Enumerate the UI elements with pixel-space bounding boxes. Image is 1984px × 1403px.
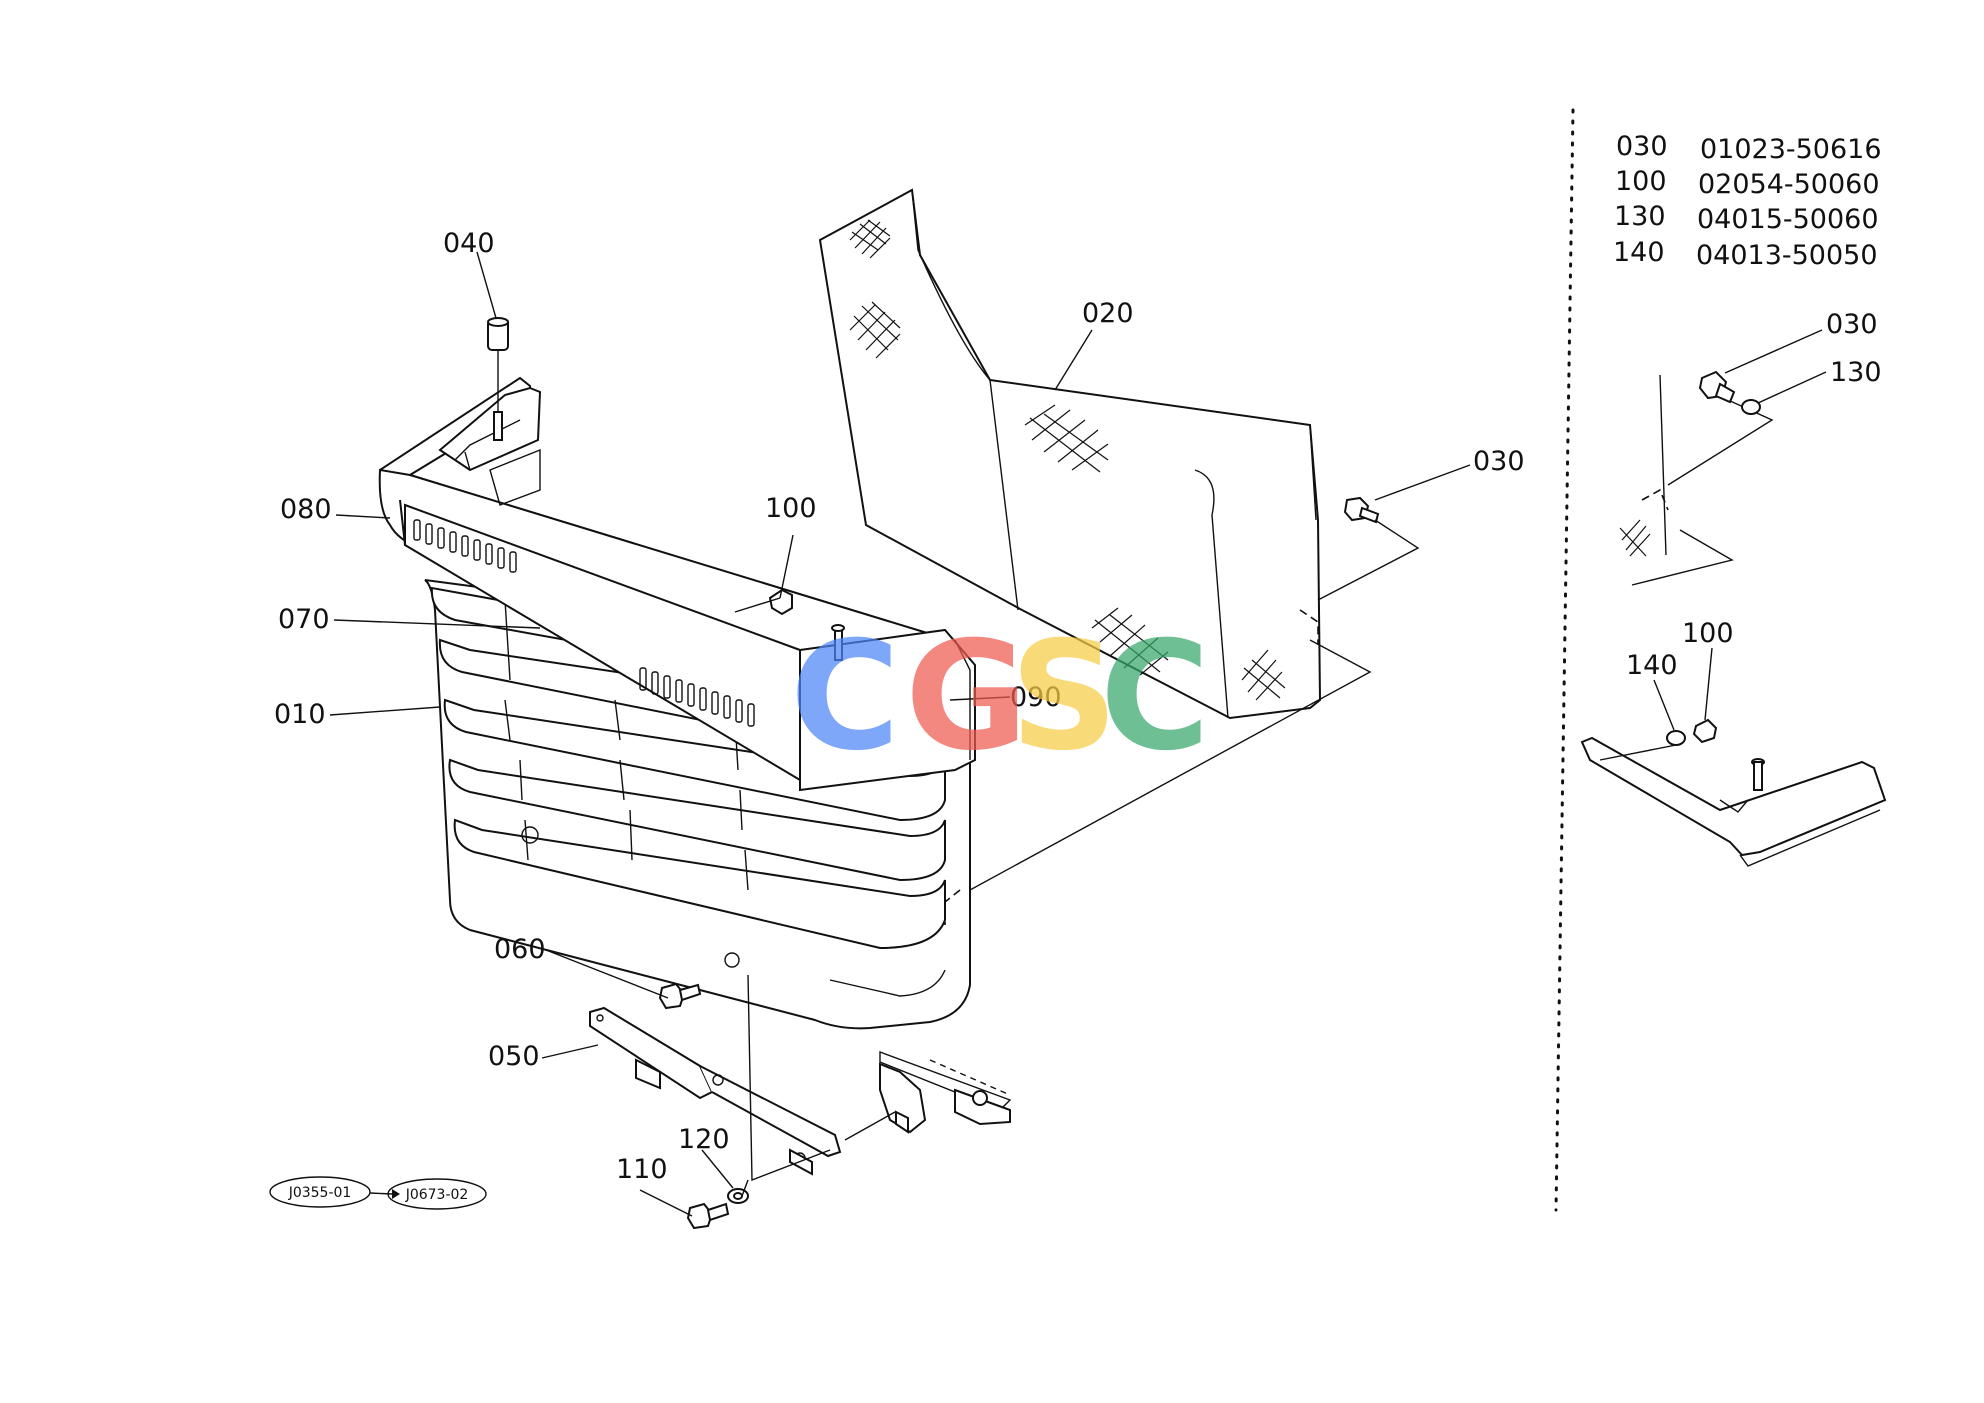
- detail-callout-140: 140: [1626, 650, 1678, 681]
- watermark-letter: S: [1010, 610, 1118, 784]
- side-screen: [818, 188, 1322, 720]
- serial-to: J0673-02: [405, 1187, 469, 1203]
- callout-080: 080: [280, 494, 332, 525]
- spacer-040: [487, 317, 509, 441]
- callout-040: 040: [443, 228, 495, 259]
- callout-030: 030: [1473, 446, 1525, 477]
- serial-from: J0355-01: [288, 1185, 352, 1201]
- bolt-030: [1343, 496, 1380, 524]
- frame-mount: [879, 1050, 1012, 1134]
- callout-010: 010: [274, 699, 326, 730]
- bolt-060: [658, 982, 702, 1010]
- watermark-letter: G: [905, 610, 1028, 784]
- callout-110: 110: [616, 1154, 668, 1185]
- detail-leaders: [1653, 329, 1827, 731]
- watermark-letter: C: [1100, 610, 1210, 784]
- detail-callout-100: 100: [1682, 618, 1734, 649]
- detail-callout-130: 130: [1830, 357, 1882, 388]
- leader-lines: [329, 251, 1471, 1217]
- table-ref: 130: [1614, 201, 1666, 232]
- table-ref: 030: [1616, 131, 1668, 162]
- panel-separator: [1554, 108, 1575, 1212]
- vent-slots-left: [413, 519, 517, 573]
- table-part-no: 04015-50060: [1697, 204, 1879, 235]
- serial-reference: J0355-01 J0673-02: [269, 1176, 487, 1210]
- detail-view: [1580, 370, 1887, 867]
- washer-120: [727, 1188, 749, 1204]
- watermark-letter: C: [790, 610, 900, 784]
- bolt-110: [686, 1202, 730, 1230]
- bracket-050: [589, 1006, 842, 1176]
- screen-mesh: [849, 219, 1286, 701]
- assembly-lines: [734, 519, 1420, 1197]
- table-part-no: 04013-50050: [1696, 240, 1878, 271]
- callout-120: 120: [678, 1124, 730, 1155]
- table-part-no: 02054-50060: [1698, 169, 1880, 200]
- table-ref: 140: [1613, 237, 1665, 268]
- table-part-no: 01023-50616: [1700, 134, 1882, 165]
- table-ref: 100: [1615, 166, 1667, 197]
- callout-050: 050: [488, 1041, 540, 1072]
- detail-callout-030: 030: [1826, 309, 1878, 340]
- vent-slots-right: [639, 667, 755, 727]
- callout-090: 090: [1010, 682, 1062, 713]
- cgsc-watermark: C G S C: [790, 610, 1210, 784]
- callout-060: 060: [494, 934, 546, 965]
- callout-070: 070: [278, 604, 330, 635]
- part-number-table: 030 01023-50616 100 02054-50060 130 0401…: [1613, 131, 1882, 271]
- callout-100: 100: [765, 493, 817, 524]
- callout-020: 020: [1082, 298, 1134, 329]
